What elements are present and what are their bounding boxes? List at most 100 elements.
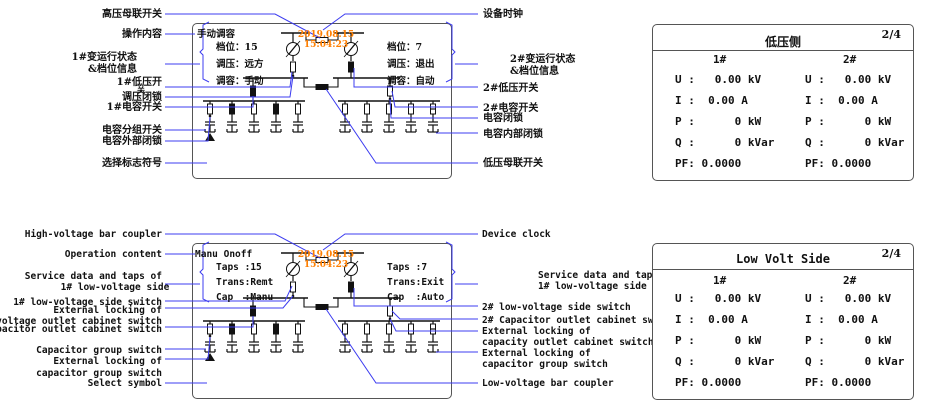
callout-cap2-switch: 2#电容开关: [483, 103, 539, 114]
hv-coupler-lead-right: [328, 253, 339, 261]
callout-cap-lock-line1: External locking of: [482, 326, 591, 337]
voltage-2: U : 0.00 kV: [805, 292, 892, 305]
hv-bar-coupler-switch: [315, 37, 329, 43]
callout-line-cap-lock: [389, 318, 478, 332]
transformer-2-icon-arrow: [343, 260, 359, 278]
group2-switch-4: [408, 323, 414, 335]
transformer-1-icon-arrow: [285, 40, 301, 58]
callout-operation-content: Operation content: [64, 249, 162, 260]
lv-bar-coupler-switch: [315, 304, 329, 310]
callout-t2-status-line2: &档位信息: [510, 66, 560, 77]
callout-line-cap-lock: [389, 98, 478, 119]
callout-cap2-switch: 2# Capacitor outlet cabinet switch: [482, 315, 677, 326]
callout-device-clock: Device clock: [482, 229, 551, 240]
column-2-header: 2#: [843, 53, 857, 66]
t2-trans: Trans:Exit: [387, 277, 445, 288]
group1-switch-4: [273, 323, 279, 335]
callout-cap-int-lock: 电容内部闭锁: [483, 129, 543, 140]
callout-line-cap2-switch: [391, 310, 478, 320]
hv-coupler-lead-left: [305, 253, 316, 261]
active-power-2: P : 0 kW: [805, 115, 892, 128]
transformer-2-icon-arrow: [343, 40, 359, 58]
measurement-panel-cn: 低压侧 2/4 1# 2# U : 0.00 kV I : 0.00 A P :…: [652, 24, 914, 181]
t2-cap: Cap :Auto: [387, 292, 445, 303]
operation-content-value: 手动调容: [197, 29, 236, 40]
callout-line-cap-ext-lock: [165, 116, 211, 142]
callout-t1-status-line2: 1# low-voltage side: [60, 282, 170, 293]
lv-bar-coupler-switch: [315, 84, 329, 90]
hv-coupler-lead-left: [305, 33, 316, 41]
voltage-1: U : 0.00 kV: [675, 73, 762, 86]
t2-status-bracket: [445, 21, 456, 83]
current-2: I : 0.00 A: [805, 94, 878, 107]
device-clock-date: 2019.08.15: [297, 250, 355, 260]
active-power-1: P : 0 kW: [675, 334, 762, 347]
select-symbol-icon: [205, 133, 215, 141]
callout-lv-bar-coupler: 低压母联开关: [483, 158, 543, 169]
callout-cap-lock: 电容闭锁: [483, 113, 523, 124]
active-power-2: P : 0 kW: [805, 334, 892, 347]
t2-trans: 调压：退出: [387, 59, 435, 70]
power-factor-1: PF: 0.0000: [675, 157, 742, 170]
callout-hv-bar-coupler: 高压母联开关: [102, 9, 162, 20]
callout-cap-ext-lock-line2: capacitor group switch: [36, 368, 162, 379]
t1-cap: Cap :Manu: [216, 292, 274, 303]
callout-cap1-switch: 1# Capacitor outlet cabinet switch: [0, 324, 162, 335]
callout-cap-int-lock-line2: capacitor group switch: [482, 359, 608, 370]
lv-coupler-lead-left: [303, 78, 316, 88]
reactive-power-1: Q : 0 kVar: [675, 355, 775, 368]
operation-content-value: Manu Onoff: [195, 249, 253, 260]
callout-select-symbol: 选择标志符号: [102, 158, 162, 169]
measurement-panel-en: Low Volt Side 2/4 1# 2# U : 0.00 kV I : …: [652, 243, 914, 400]
current-1: I : 0.00 A: [675, 94, 748, 107]
reactive-power-2: Q : 0 kVar: [805, 136, 905, 149]
callout-cap-int-lock-line1: External locking of: [482, 348, 591, 359]
callout-cap1-switch: 1#电容开关: [106, 102, 162, 113]
callout-lv2-switch: 2# low-voltage side switch: [482, 302, 631, 313]
transformer-1-icon-arrow: [285, 260, 301, 278]
reactive-power-1: Q : 0 kVar: [675, 136, 775, 149]
lv-coupler-lead-right: [328, 78, 339, 88]
t1-tap: Taps :15: [216, 262, 262, 273]
callout-lv-bar-coupler: Low-voltage bar coupler: [482, 378, 614, 389]
current-1: I : 0.00 A: [675, 313, 748, 326]
cap-ext-lock-dot: [208, 114, 212, 118]
callout-line-cap1-switch: [165, 316, 254, 328]
callout-line-lv2-switch: [353, 288, 478, 307]
page-indicator: 2/4: [881, 28, 901, 41]
callout-t2-status-line2: 1# low-voltage side: [538, 281, 647, 292]
column-1-header: 1#: [713, 274, 727, 287]
group1-switch-1: [207, 323, 213, 335]
group2-switch-1: [342, 323, 348, 335]
t2-status-bracket: [445, 241, 456, 303]
page-indicator: 2/4: [881, 247, 901, 260]
callout-hv-bar-coupler: High-voltage bar coupler: [24, 229, 162, 240]
t2-tap: Taps :7: [387, 262, 428, 273]
t1-status-bracket: [199, 241, 210, 303]
t2-lv-switch: [348, 281, 354, 293]
t1-trans: 调压：远方: [216, 59, 264, 70]
callout-cap-ext-lock: 电容外部闭锁: [102, 136, 162, 147]
power-factor-1: PF: 0.0000: [675, 376, 742, 389]
callout-cap-group-switch: 电容分组开关: [102, 125, 162, 136]
callout-t2-status-line1: 2#变运行状态: [510, 54, 576, 65]
reactive-power-2: Q : 0 kVar: [805, 355, 905, 368]
active-power-1: P : 0 kW: [675, 115, 762, 128]
callout-line-ext-lock: [165, 295, 294, 309]
callout-lv1-switch-line1: 1#低压开: [116, 77, 162, 88]
group1-switch-5: [295, 323, 301, 335]
power-factor-2: PF: 0.0000: [805, 376, 872, 389]
measurement-title: 低压侧: [764, 35, 801, 49]
hv-bar-coupler-switch: [315, 257, 329, 263]
callout-cap-ext-lock-line1: External locking of: [53, 356, 162, 367]
t1-cap: 调容：手动: [216, 76, 264, 87]
callout-line-lv1-switch: [165, 71, 293, 88]
cap-ext-lock-dot: [208, 334, 212, 338]
device-clock-time: 15:04:23: [303, 260, 349, 270]
group2-switch-3: [386, 323, 392, 335]
callout-line-cap1-switch: [165, 96, 254, 108]
measurement-title: Low Volt Side: [736, 252, 830, 266]
select-symbol-icon: [205, 353, 215, 361]
device-clock-date: 2019.08.15: [297, 30, 355, 40]
